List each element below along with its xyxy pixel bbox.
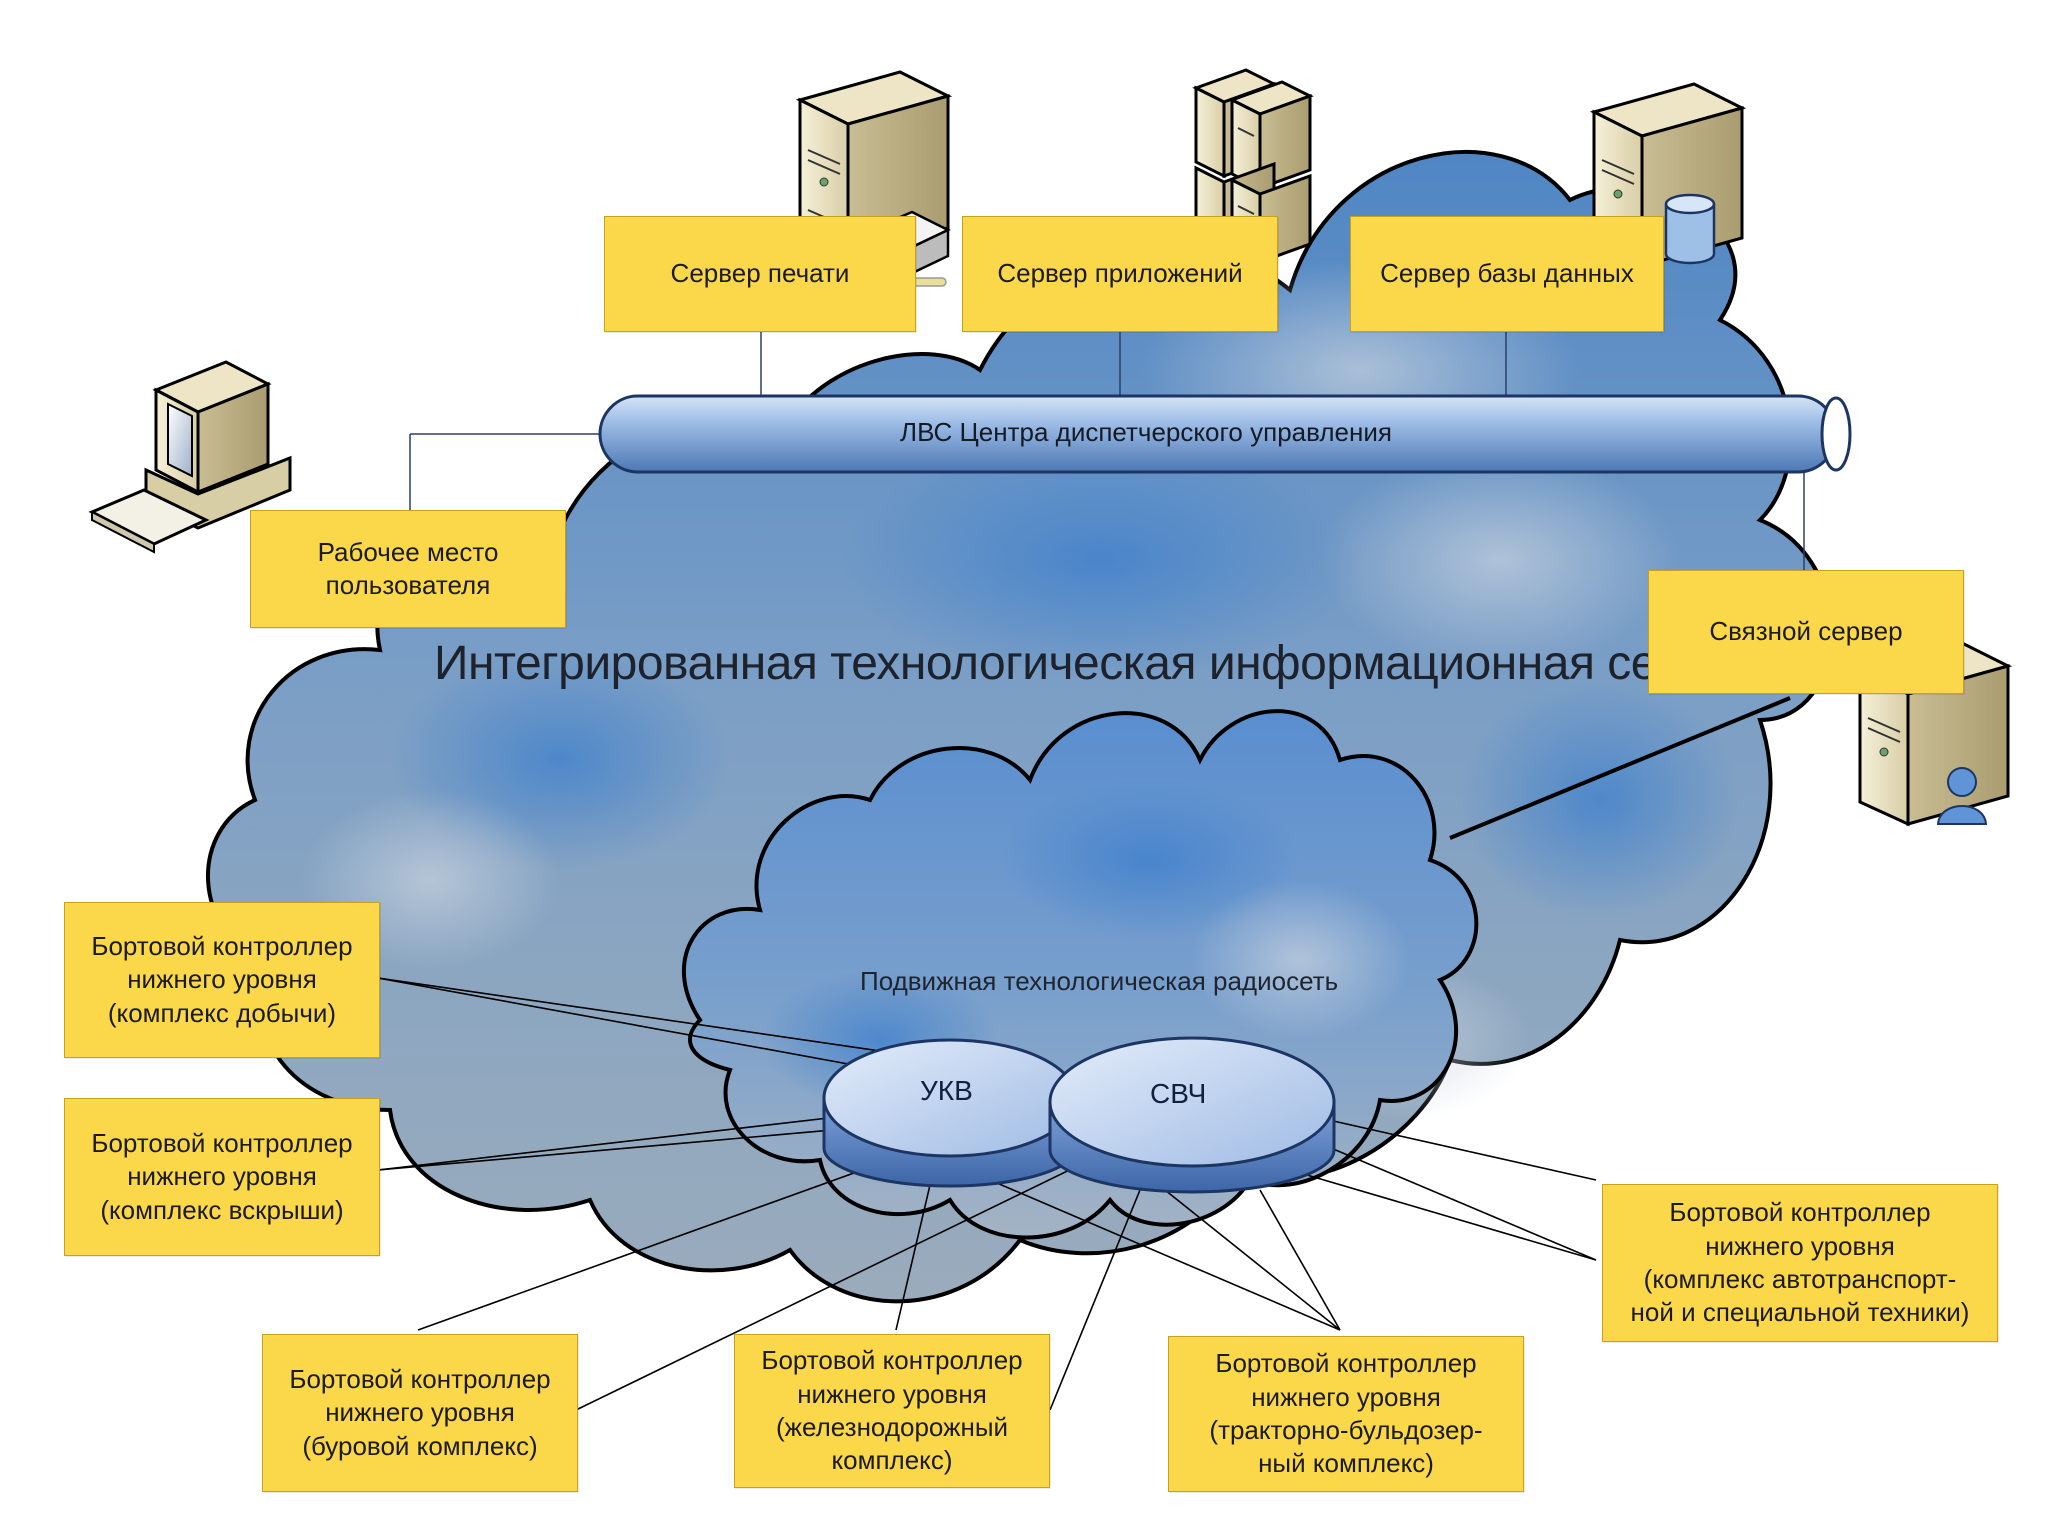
controller-box-stripping: Бортовой контроллер нижнего уровня (комп… <box>64 1098 380 1256</box>
itis-title: Интегрированная технологическая информац… <box>434 637 1877 690</box>
controller-box-mining: Бортовой контроллер нижнего уровня (комп… <box>64 902 380 1058</box>
lan-pipe <box>598 394 1852 474</box>
controller-box-vehicles: Бортовой контроллер нижнего уровня (комп… <box>1602 1184 1998 1342</box>
controller-box-bulldozer: Бортовой контроллер нижнего уровня (трак… <box>1168 1336 1524 1492</box>
svch-label: СВЧ <box>1150 1078 1207 1109</box>
comm-server-box: Связной сервер <box>1648 570 1964 694</box>
workstation-box: Рабочее место пользователя <box>250 510 566 628</box>
ukv-disk <box>822 1038 1078 1188</box>
controller-box-railway: Бортовой контроллер нижнего уровня (желе… <box>734 1334 1050 1488</box>
workstation-icon <box>88 360 292 554</box>
radio-links <box>377 977 1597 1411</box>
lan-connectors <box>409 330 1805 570</box>
print-server-box: Сервер печати <box>604 216 916 332</box>
db-server-box: Сервер базы данных <box>1350 216 1664 332</box>
lan-label: ЛВС Центра диспетчерского управления <box>900 417 1392 447</box>
app-server-box: Сервер приложений <box>962 216 1278 332</box>
controller-box-drilling: Бортовой контроллер нижнего уровня (буро… <box>262 1334 578 1492</box>
svch-disk <box>1048 1036 1336 1194</box>
ukv-label: УКВ <box>920 1075 973 1106</box>
radio-network-label: Подвижная технологическая радиосеть <box>860 966 1339 996</box>
comm-link <box>1449 696 1791 840</box>
